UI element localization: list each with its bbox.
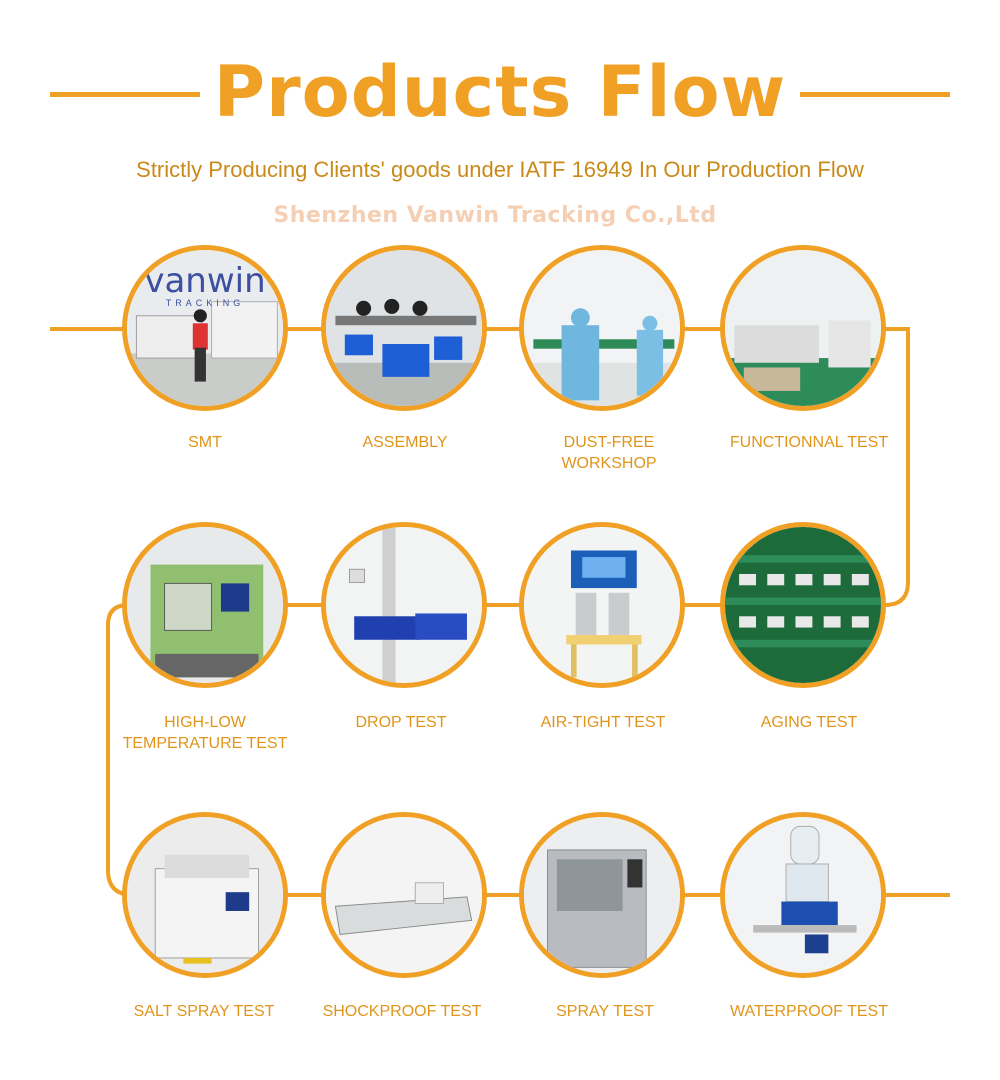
step-shockproof-photo [321, 812, 487, 978]
page-title: Products Flow [213, 51, 787, 133]
salt-spray-image [127, 817, 283, 973]
company-watermark: Shenzhen Vanwin Tracking Co.,Ltd [273, 203, 717, 228]
step-label-aging-test: AGING TEST [760, 714, 858, 731]
step-aging-test-photo [720, 522, 886, 688]
vanwin-logo: vanwin TRACKING [144, 261, 266, 308]
functional-test-image [725, 250, 881, 406]
waterproof-test-image [725, 817, 881, 973]
spray-test-image [524, 817, 680, 973]
step-label-waterproof: WATERPROOF TEST [730, 1003, 888, 1020]
step-label-air-tight: AIR-TIGHT TEST [540, 714, 666, 731]
step-salt-spray-photo [122, 812, 288, 978]
title-line-right [800, 92, 950, 97]
step-label-high-low-temp: HIGH-LOW TEMPERATURE TEST [122, 714, 288, 752]
drop-test-image [326, 527, 482, 683]
assembly-line-image [326, 250, 482, 406]
step-air-tight-photo [519, 522, 685, 688]
smt-line-image [127, 250, 283, 406]
air-tight-test-image [524, 527, 680, 683]
step-drop-test-photo [321, 522, 487, 688]
page-subtitle: Strictly Producing Clients' goods under … [136, 157, 864, 182]
step-spray-test-photo [519, 812, 685, 978]
temperature-chamber-image [127, 527, 283, 683]
step-dust-free-photo [519, 245, 685, 411]
step-high-low-temp-photo [122, 522, 288, 688]
step-label-dust-free: DUST-FREE WORKSHOP [561, 434, 657, 472]
dust-free-workshop-image [524, 250, 680, 406]
step-label-drop-test: DROP TEST [355, 714, 447, 731]
step-label-salt-spray: SALT SPRAY TEST [133, 1003, 275, 1020]
shockproof-test-image [326, 817, 482, 973]
aging-test-image [725, 527, 881, 683]
step-label-shockproof: SHOCKPROOF TEST [322, 1003, 482, 1020]
step-label-spray-test: SPRAY TEST [556, 1003, 654, 1020]
step-label-smt: SMT [188, 434, 222, 451]
step-smt-photo: vanwin TRACKING [122, 245, 288, 411]
step-label-functional-test: FUNCTIONNAL TEST [729, 434, 889, 451]
step-assembly-photo [321, 245, 487, 411]
step-label-assembly: ASSEMBLY [362, 434, 448, 451]
step-functional-test-photo [720, 245, 886, 411]
title-line-left [50, 92, 200, 97]
step-waterproof-photo [720, 812, 886, 978]
